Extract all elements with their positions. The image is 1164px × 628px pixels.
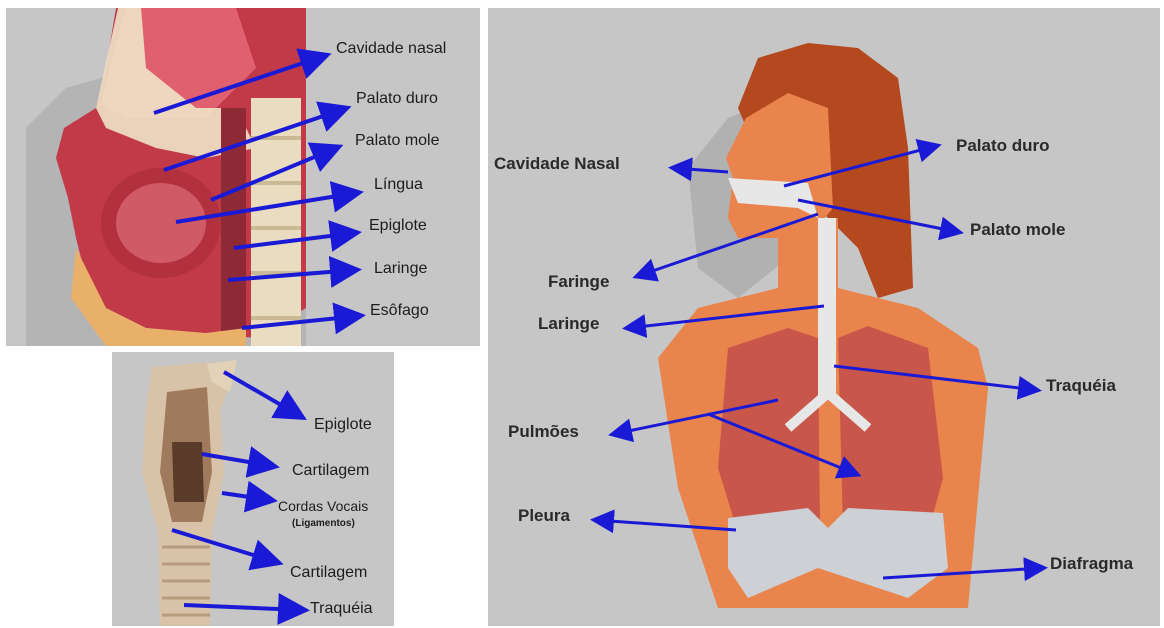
label-pulmoes: Pulmões — [508, 422, 579, 442]
label-traqueia: Traquéia — [310, 600, 373, 618]
larynx-illustration — [112, 352, 394, 626]
label-pleura: Pleura — [518, 506, 570, 526]
label-epiglote: Epiglote — [369, 217, 427, 235]
label-palato-mole: Palato mole — [970, 220, 1065, 240]
label-lingua: Língua — [374, 176, 423, 194]
label-laringe: Laringe — [374, 260, 427, 278]
label-palato-duro: Palato duro — [356, 90, 438, 108]
label-cordas-vocais: Cordas Vocais — [278, 498, 368, 514]
label-cartilagem-bottom: Cartilagem — [290, 564, 367, 582]
label-traqueia: Traquéia — [1046, 376, 1116, 396]
label-palato-duro: Palato duro — [956, 136, 1050, 156]
label-epiglote: Epiglote — [314, 416, 372, 434]
label-ligamentos: (Ligamentos) — [292, 518, 355, 529]
label-esofago: Esôfago — [370, 302, 429, 320]
label-diafragma: Diafragma — [1050, 554, 1133, 574]
respiratory-system-panel: Cavidade Nasal Palato duro Palato mole F… — [488, 8, 1160, 626]
larynx-panel: Epiglote Cartilagem Cordas Vocais (Ligam… — [112, 352, 394, 626]
label-faringe: Faringe — [548, 272, 609, 292]
head-section-panel: Cavidade nasal Palato duro Palato mole L… — [6, 8, 480, 346]
label-cavidade-nasal: Cavidade Nasal — [494, 154, 620, 174]
label-cavidade-nasal: Cavidade nasal — [336, 40, 446, 58]
label-laringe: Laringe — [538, 314, 599, 334]
label-palato-mole: Palato mole — [355, 132, 440, 150]
label-cartilagem-top: Cartilagem — [292, 462, 369, 480]
